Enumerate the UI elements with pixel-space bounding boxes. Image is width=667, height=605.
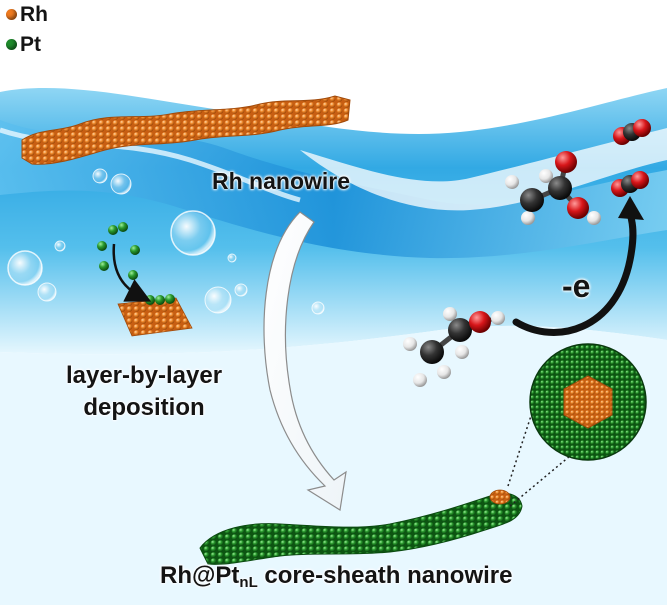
oxidation-arrow bbox=[512, 210, 637, 336]
core-sheath-nanowire bbox=[199, 489, 523, 565]
core-sheath-label-suffix: core-sheath nanowire bbox=[257, 562, 513, 589]
wave-foam bbox=[300, 128, 667, 211]
deposition-label: layer-by-layer deposition bbox=[18, 360, 270, 424]
deposition-label-line2: deposition bbox=[83, 394, 205, 421]
legend-item-rh: Rh bbox=[6, 4, 48, 25]
legend-label-rh: Rh bbox=[20, 3, 48, 26]
cross-section-zoom bbox=[529, 343, 647, 461]
legend-item-pt: Pt bbox=[6, 34, 41, 55]
transform-arrow bbox=[263, 211, 347, 511]
co2-molecule-1 bbox=[613, 119, 651, 145]
core-sheath-label-prefix: Rh@Pt bbox=[160, 562, 240, 589]
electron-label: -e bbox=[562, 268, 591, 304]
co2-molecule-2 bbox=[611, 171, 649, 197]
oxidation-arrowhead bbox=[618, 196, 644, 220]
legend-label-pt: Pt bbox=[20, 33, 41, 56]
rh-nanowire-label: Rh nanowire bbox=[212, 168, 351, 194]
acetic-acid-molecule bbox=[505, 151, 601, 225]
deposition-arrow bbox=[112, 243, 152, 302]
water-lower-band bbox=[0, 325, 667, 605]
deposition-label-line1: layer-by-layer bbox=[65, 362, 223, 389]
ethanol-molecule bbox=[403, 307, 505, 387]
falling-pt-atoms bbox=[97, 222, 140, 280]
water-bubbles bbox=[7, 168, 325, 315]
rh-atom-icon bbox=[6, 9, 17, 20]
core-sheath-label: Rh@PtnL core-sheath nanowire bbox=[160, 562, 512, 591]
deposited-pt-atoms bbox=[145, 294, 175, 305]
pt-atom-icon bbox=[6, 39, 17, 50]
zoom-line-bottom bbox=[509, 455, 571, 507]
core-sheath-label-subscript: nL bbox=[239, 574, 258, 591]
rh-nanowire bbox=[21, 95, 351, 165]
